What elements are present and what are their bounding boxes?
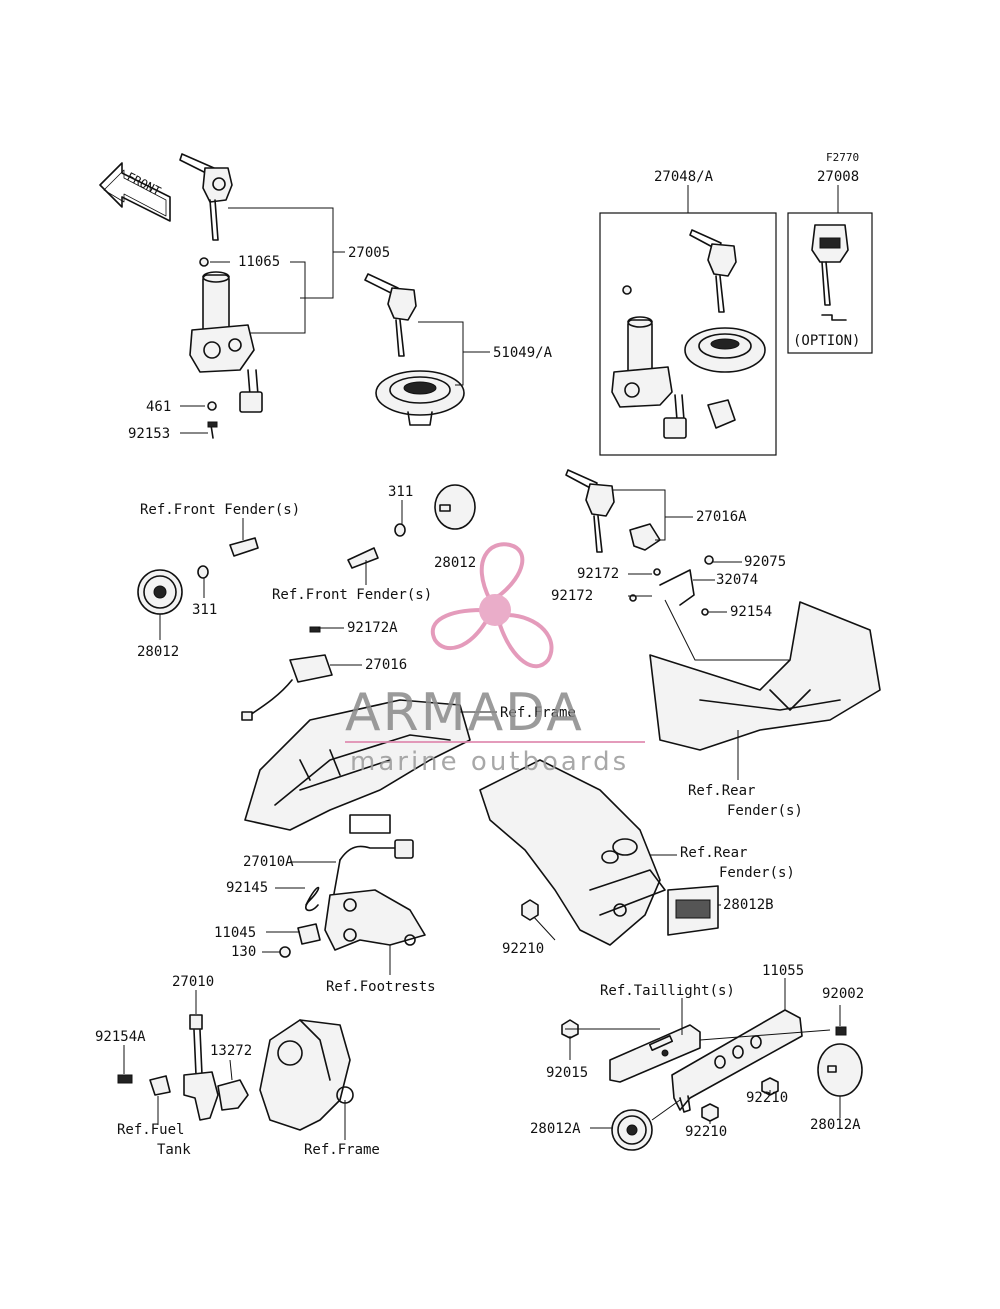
screw-92002-icon: [835, 1026, 847, 1036]
taillight-bracket-icon: [609, 1024, 701, 1083]
label-ref-frame-2: Ref.Frame: [304, 1142, 380, 1158]
nut-92210-icon: [521, 899, 539, 921]
label-92015: 92015: [546, 1065, 588, 1081]
option-key-icon: [811, 224, 849, 321]
nut-92210-b-icon: [761, 1077, 779, 1096]
label-13272: 13272: [210, 1043, 252, 1059]
label-27005: 27005: [348, 245, 390, 261]
label-92210-b: 92210: [746, 1090, 788, 1106]
frame-icon: [244, 699, 471, 834]
label-92154A: 92154A: [95, 1029, 146, 1045]
fuel-cap-icon: [375, 370, 465, 426]
kit-switch-icon: [611, 285, 687, 439]
label-92172A: 92172A: [347, 620, 398, 636]
reflector-28012B-icon: [667, 885, 719, 936]
label-ref-rear-fender-2a: Ref.Rear: [680, 845, 747, 861]
label-ref-footrests: Ref.Footrests: [326, 979, 436, 995]
seat-lock-key-icon: [565, 469, 615, 553]
ignition-key-icon: [179, 153, 233, 241]
diagram-id: F2770: [826, 151, 859, 164]
label-311-left: 311: [192, 602, 217, 618]
option-label: (OPTION): [793, 333, 860, 349]
side-stand-switch-icon: [279, 839, 414, 958]
label-92075: 92075: [744, 554, 786, 570]
label-461: 461: [146, 399, 171, 415]
label-92210-c: 92210: [685, 1124, 727, 1140]
frame-lower-icon: [259, 1019, 354, 1131]
watermark-subtitle: marine outboards: [350, 747, 629, 777]
label-92172-b: 92172: [551, 588, 593, 604]
front-arrow-icon: FRONT: [99, 162, 171, 222]
fuel-cap-key-icon: [364, 273, 417, 357]
rear-fender-upper-icon: [649, 601, 881, 751]
label-28012B: 28012B: [723, 897, 774, 913]
label-11065: 11065: [238, 254, 280, 270]
label-92210-a: 92210: [502, 941, 544, 957]
option-box-27008: [787, 212, 873, 354]
label-92172-a: 92172: [577, 566, 619, 582]
label-27016A: 27016A: [696, 509, 747, 525]
bracket-13272-icon: [217, 1079, 249, 1111]
armada-watermark: ARMADA marine outboards: [345, 542, 645, 777]
label-92154: 92154: [730, 604, 772, 620]
label-28012A-left: 28012A: [530, 1121, 581, 1137]
reflector-28012A-left-icon: [611, 1109, 653, 1151]
label-27010: 27010: [172, 974, 214, 990]
label-92002: 92002: [822, 986, 864, 1002]
label-11045: 11045: [214, 925, 256, 941]
label-ref-fuel-b: Tank: [157, 1142, 191, 1158]
ignition-switch-icon: [189, 257, 263, 439]
reflector-28012-center-icon: [347, 484, 476, 569]
seat-lock-cable-icon: [241, 626, 333, 721]
rear-fender-center-icon: [479, 759, 666, 946]
label-28012-center: 28012: [434, 555, 476, 571]
label-ref-rear-fender-2b: Fender(s): [719, 865, 795, 881]
watermark-title: ARMADA: [345, 683, 584, 743]
label-27048A: 27048/A: [654, 169, 714, 185]
label-27008: 27008: [817, 169, 859, 185]
label-28012A-right: 28012A: [810, 1117, 861, 1133]
footrest-bracket-icon: [324, 889, 426, 951]
label-ref-front-fender-1: Ref.Front Fender(s): [140, 502, 300, 518]
label-27016: 27016: [365, 657, 407, 673]
reflector-28012-left-icon: [137, 537, 259, 615]
label-ref-rear-fender-1a: Ref.Rear: [688, 783, 755, 799]
kit-key-icon: [689, 229, 737, 313]
label-92145: 92145: [226, 880, 268, 896]
label-11055: 11055: [762, 963, 804, 979]
label-28012-left: 28012: [137, 644, 179, 660]
label-32074: 32074: [716, 572, 758, 588]
seat-lock-icon: [629, 523, 714, 616]
label-92153: 92153: [128, 426, 170, 442]
label-ref-rear-fender-1b: Fender(s): [727, 803, 803, 819]
label-ref-frame-1: Ref.Frame: [500, 705, 576, 721]
label-51049A: 51049/A: [493, 345, 553, 361]
switch-27010-icon: [117, 1014, 219, 1121]
front-label: FRONT: [124, 170, 163, 199]
label-130: 130: [231, 944, 256, 960]
kit-cap-icon: [684, 327, 766, 429]
label-ref-fuel-a: Ref.Fuel: [117, 1122, 184, 1138]
label-27010A: 27010A: [243, 854, 294, 870]
label-ref-front-fender-2: Ref.Front Fender(s): [272, 587, 432, 603]
propeller-logo-icon: [430, 542, 554, 669]
label-311-center: 311: [388, 484, 413, 500]
reflector-28012A-right-icon: [817, 1043, 863, 1097]
label-ref-taillight: Ref.Taillight(s): [600, 983, 735, 999]
nut-92210-c-icon: [701, 1103, 719, 1122]
